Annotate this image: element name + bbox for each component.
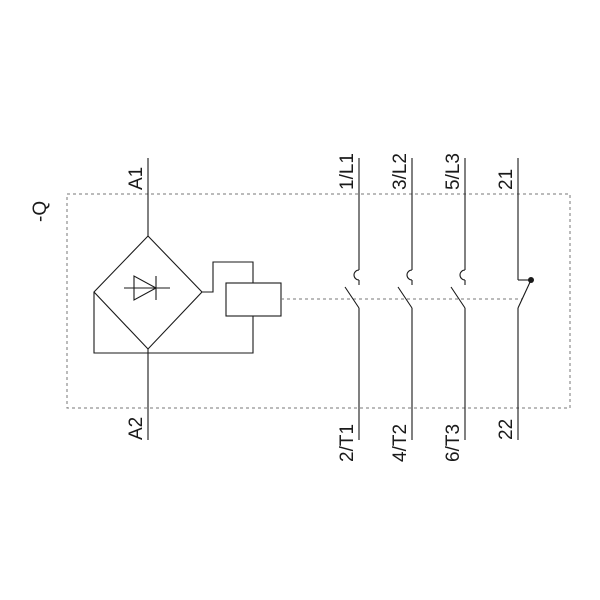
main-contact-3 <box>450 158 466 440</box>
coil-top-terminal-label: A1 <box>126 167 147 190</box>
main-contact-1-bottom-label: 2/T1 <box>337 424 358 462</box>
main-contact-1-top-label: 1/L1 <box>337 153 358 190</box>
diode-icon <box>124 275 170 301</box>
main-contact-3-bottom-label: 6/T3 <box>443 424 464 462</box>
auxiliary-top-label: 21 <box>496 169 517 190</box>
main-contact-3-top-label: 5/L3 <box>443 153 464 190</box>
auxiliary-bottom-label: 22 <box>496 419 517 440</box>
coil-box <box>225 282 282 317</box>
auxiliary-nc-contact <box>517 158 534 440</box>
main-contact-2-bottom-label: 4/T2 <box>390 424 411 462</box>
coil-bottom-terminal-label: A2 <box>126 417 147 440</box>
coil-feed-wire <box>202 261 254 293</box>
rectifier-bridge <box>93 235 203 350</box>
bridge-return-wire <box>93 292 254 354</box>
device-enclosure <box>66 193 571 409</box>
device-tag-label: -Q <box>30 201 51 222</box>
main-contact-2-top-label: 3/L2 <box>390 153 411 190</box>
main-contact-1 <box>344 158 360 440</box>
main-contact-2 <box>397 158 413 440</box>
